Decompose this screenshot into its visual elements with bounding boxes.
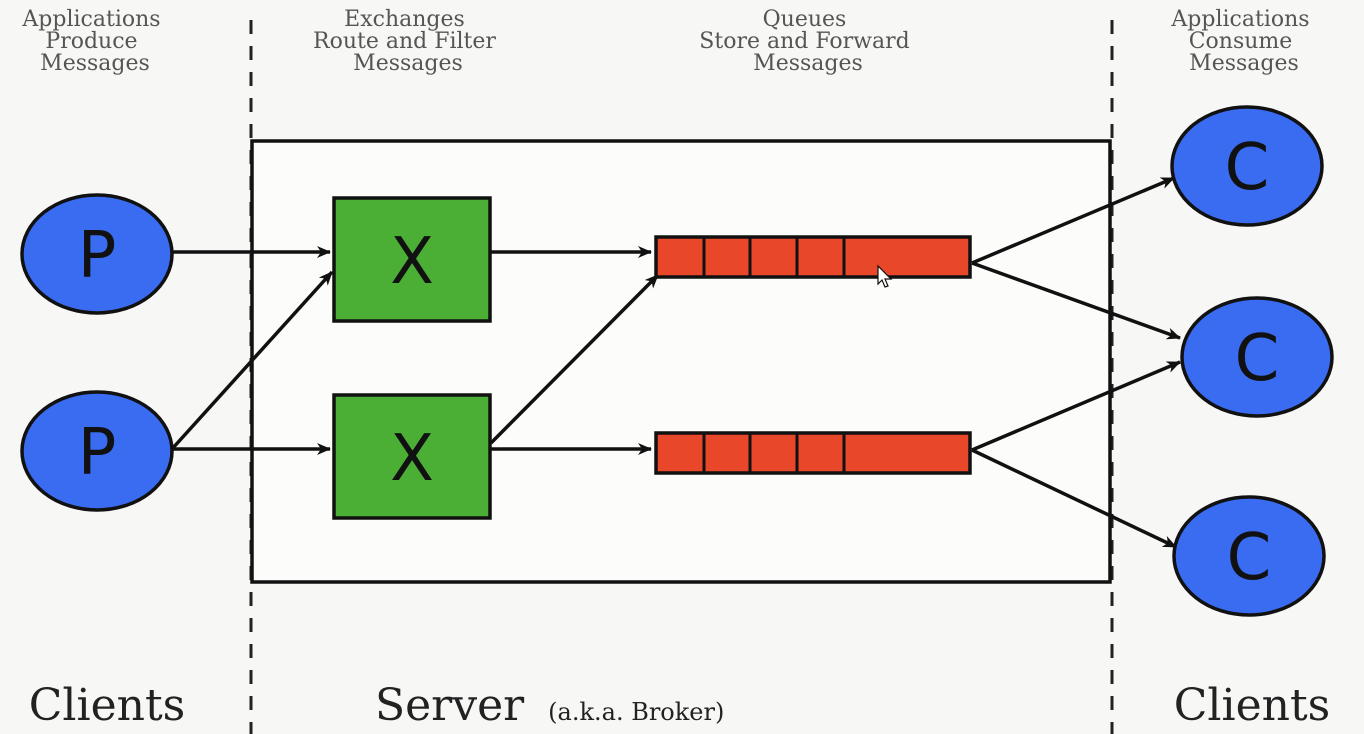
exchange-label: X: [390, 225, 434, 299]
exchange-node-1: X: [332, 196, 492, 323]
consumers-header: Applications Consume Messages: [1170, 7, 1316, 76]
consumer-node-1: C: [1170, 105, 1324, 227]
right-clients-label: Clients: [1174, 680, 1330, 731]
producers-header: Applications Produce Messages: [21, 7, 167, 76]
queues-header: Queues Store and Forward Messages: [699, 7, 916, 76]
queue-1: [654, 235, 972, 279]
arrow-x2-q1: [489, 273, 660, 445]
left-clients-label: Clients: [29, 680, 185, 731]
server-label: Server (a.k.a. Broker): [375, 680, 724, 731]
arrow-q1-c1: [971, 176, 1175, 265]
consumer-node-2: C: [1180, 296, 1334, 418]
exchanges-header: Exchanges Route and Filter Messages: [313, 7, 503, 76]
consumer-label: C: [1227, 521, 1272, 595]
consumer-label: C: [1225, 131, 1270, 205]
producer-node-1: P: [20, 193, 174, 315]
arrow-q1-c2: [971, 261, 1181, 340]
arrow-p2-x1: [170, 270, 334, 451]
exchange-node-2: X: [332, 393, 492, 520]
mouse-cursor-icon: [877, 264, 893, 288]
exchange-label: X: [390, 422, 434, 496]
queue-2: [654, 431, 972, 475]
arrow-q2-c3: [971, 448, 1177, 549]
consumer-label: C: [1235, 322, 1280, 396]
producer-node-2: P: [20, 390, 174, 512]
consumer-node-3: C: [1172, 495, 1326, 617]
producer-label: P: [78, 416, 117, 490]
arrow-q2-c2: [971, 360, 1181, 452]
producer-label: P: [78, 219, 117, 293]
